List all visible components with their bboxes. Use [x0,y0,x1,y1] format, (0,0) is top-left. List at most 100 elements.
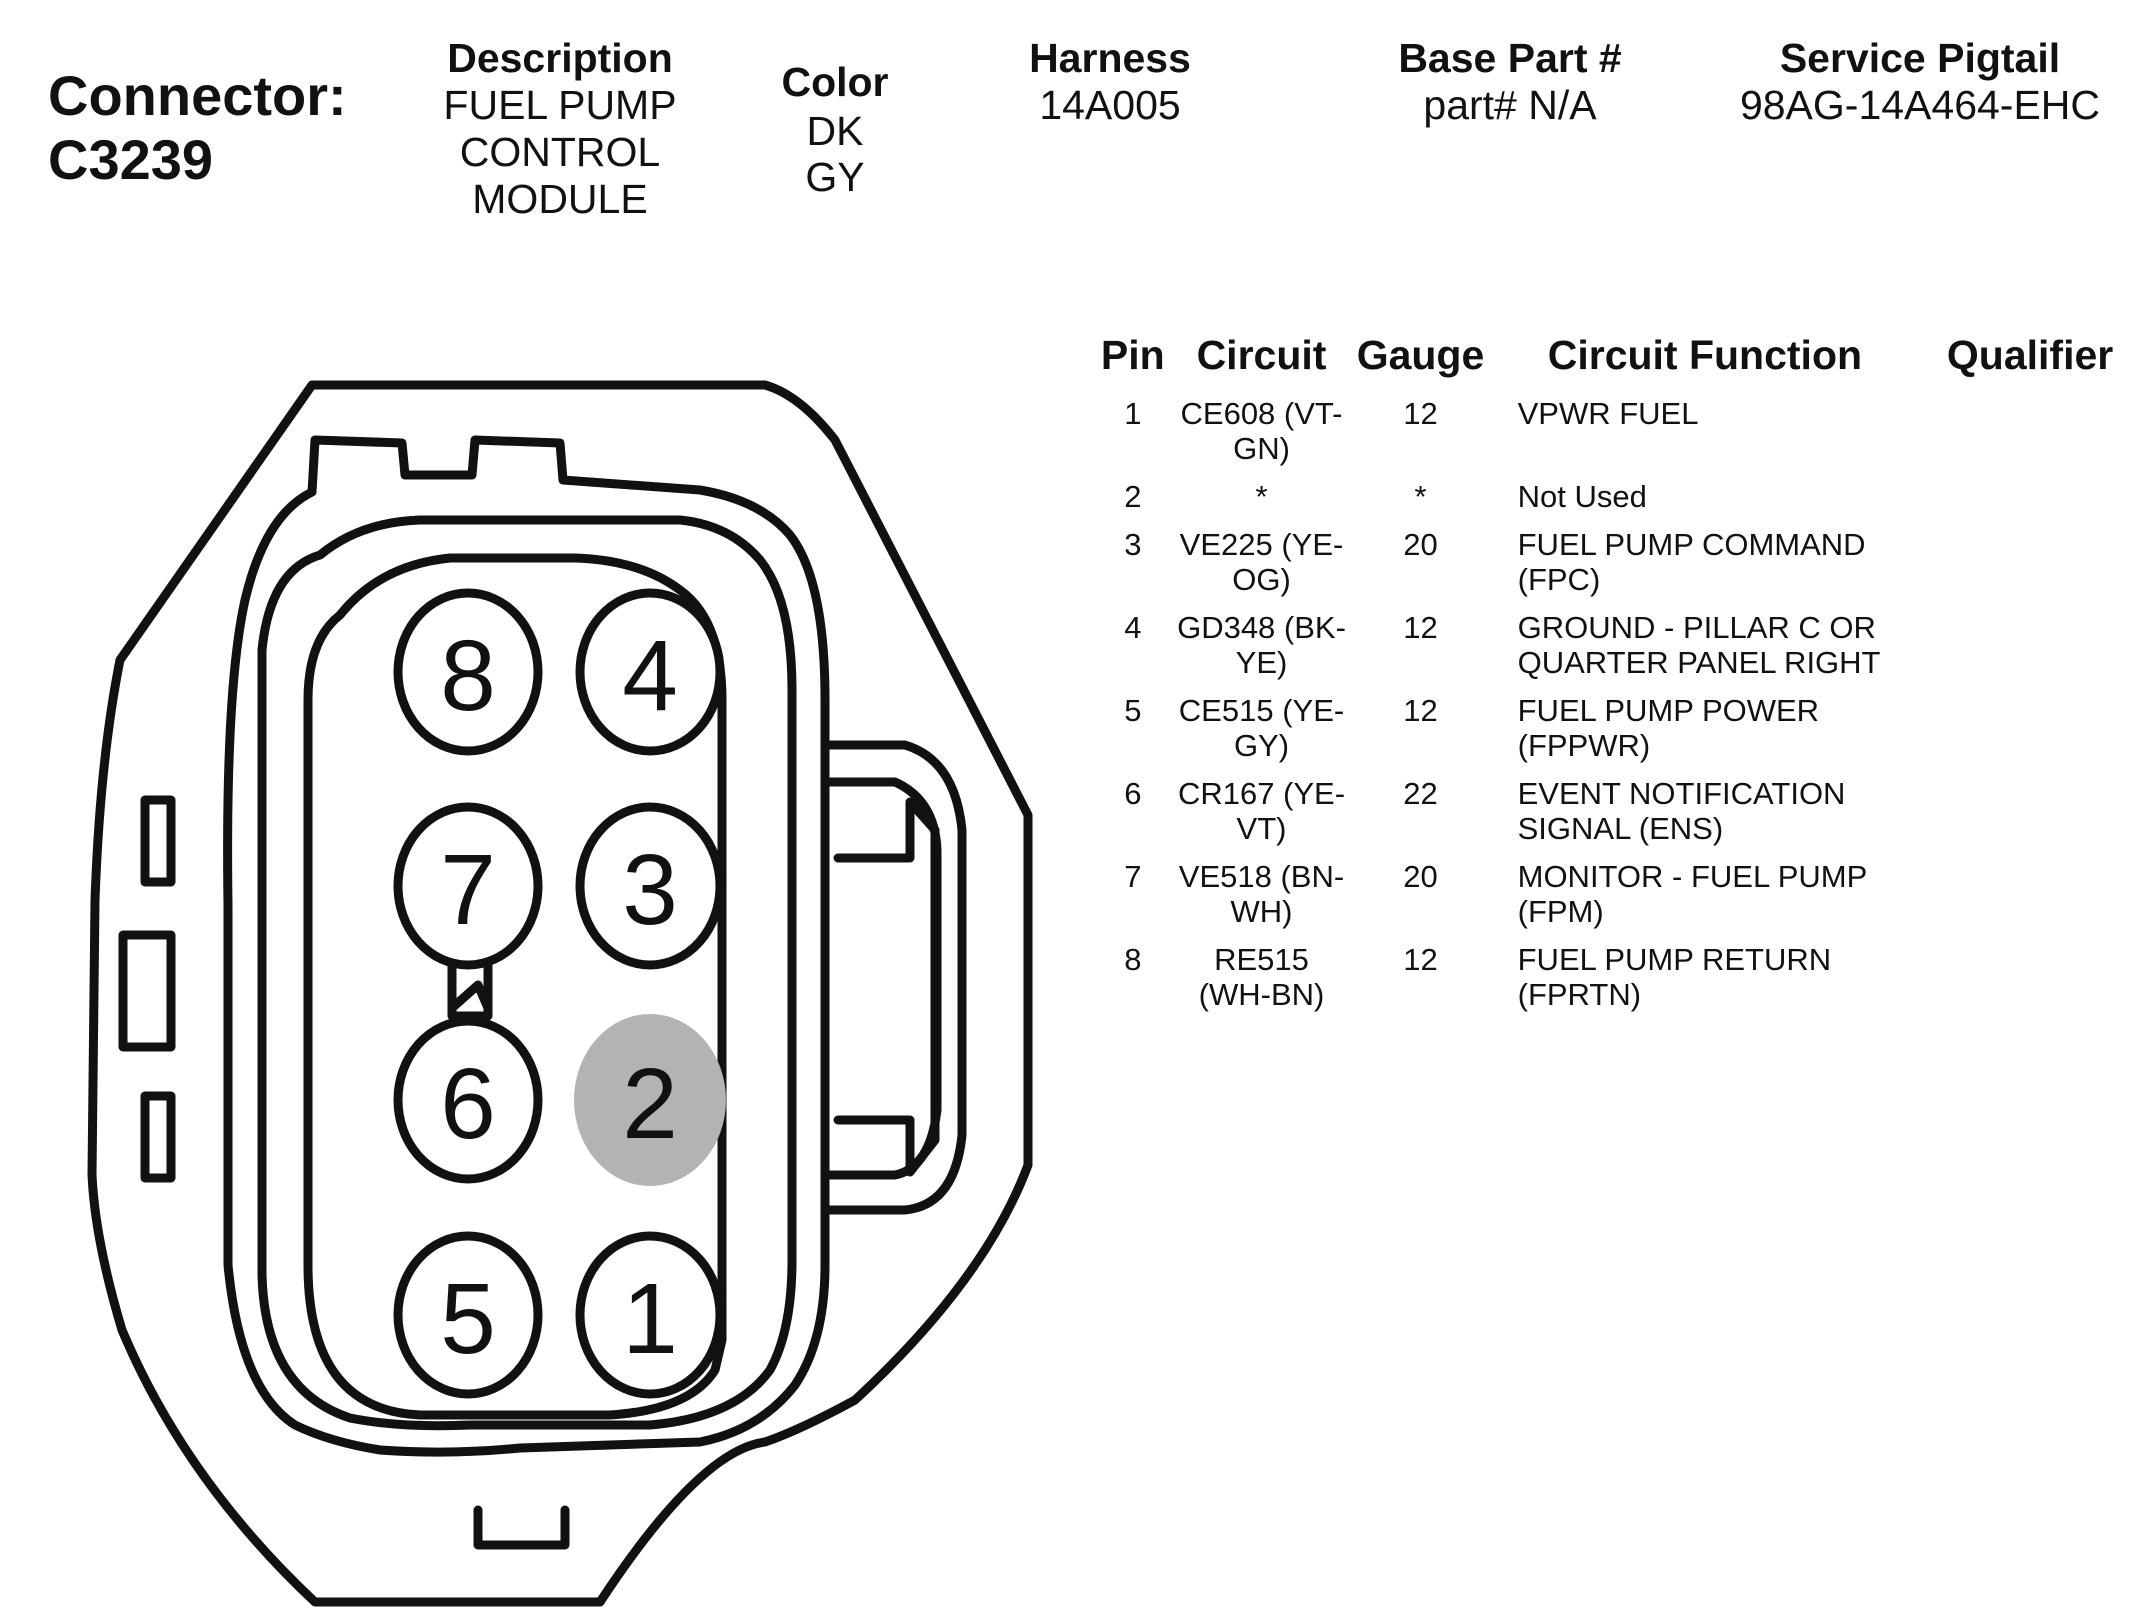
color-line: GY [805,154,865,200]
service-pigtail-column: Service Pigtail 98AG-14A464-EHC [1700,34,2140,129]
function-line: MONITOR - FUEL PUMP [1517,859,1868,894]
cell-circuit-function: FUEL PUMP RETURN(FPRTN) [1494,942,1917,1025]
cell-qualifier [1916,396,2144,479]
circuit-line: (WH-BN) [1198,977,1325,1012]
cell-circuit: CR167 (YE-VT) [1176,776,1348,859]
function-line: FUEL PUMP POWER [1517,693,1820,728]
circuit-line: GD348 (BK- [1177,610,1346,645]
connector-id: C3239 [48,128,214,191]
cell-circuit-function: FUEL PUMP POWER(FPPWR) [1494,693,1917,776]
cell-circuit: * [1176,479,1348,527]
function-line: (FPRTN) [1517,977,1642,1012]
cell-qualifier [1916,479,2144,527]
cell-circuit: VE225 (YE-OG) [1176,527,1348,610]
cell-gauge: 20 [1403,527,1438,562]
service-pigtail-value: 98AG-14A464-EHC [1739,82,2101,128]
pin-number: 7 [440,834,496,946]
circuit-line: CR167 (YE- [1177,776,1346,811]
connector-label: Connector: [48,64,347,127]
cell-pin: 4 [1124,610,1142,645]
description-column: Description FUEL PUMP CONTROL MODULE [400,34,720,223]
cell-gauge: 12 [1403,610,1438,645]
cell-pin: 6 [1124,776,1142,811]
pin-number: 3 [622,834,678,946]
pin-cavity-wall [303,553,727,1420]
pin-circle [393,588,543,756]
base-part-label: Base Part # [1398,35,1622,81]
housing-inner-ring [257,515,797,1431]
harness-value: 14A005 [1039,82,1181,128]
pin-circle [393,1231,543,1399]
left-slot-bottom [140,1091,176,1183]
cell-gauge: 12 [1403,942,1438,977]
header-qualifier: Qualifier [1946,332,2114,378]
connector-pin-4: 4 [575,588,725,756]
function-line: VPWR FUEL [1517,396,1699,431]
cell-circuit: RE515(WH-BN) [1176,942,1348,1025]
pin-circle [575,588,725,756]
circuit-line: CE608 (VT- [1180,396,1343,431]
circuit-line: GY) [1233,728,1290,763]
housing-right-latch [820,740,967,1215]
cell-gauge: 20 [1403,859,1438,894]
description-line: FUEL PUMP [443,82,677,128]
cell-qualifier [1916,776,2144,859]
cell-pin: 7 [1124,859,1142,894]
housing-bottom-notch [473,1505,570,1550]
cell-qualifier [1916,859,2144,942]
function-line: QUARTER PANEL RIGHT [1517,645,1881,680]
function-line: FUEL PUMP COMMAND [1517,527,1866,562]
circuit-line: YE) [1235,645,1288,680]
function-line: (FPPWR) [1517,728,1651,763]
pin-number: 2 [622,1048,678,1160]
cell-gauge: 22 [1403,776,1438,811]
circuit-line: VE225 (YE- [1179,527,1344,562]
harness-label: Harness [1029,35,1191,81]
cell-pin: 2 [1124,479,1142,514]
cell-circuit-function: Not Used [1494,479,1917,527]
function-line: EVENT NOTIFICATION [1517,776,1846,811]
housing-outer-outline [87,380,1033,1607]
circuit-line: * [1255,479,1268,514]
housing-middle-shell [223,435,830,1457]
color-value: DK GY [740,108,930,200]
cell-circuit: GD348 (BK-YE) [1176,610,1348,693]
connector-pin-1: 1 [575,1231,725,1399]
circuit-line: CE515 (YE- [1178,693,1345,728]
description-label: Description [447,35,673,81]
cell-circuit-function: FUEL PUMP COMMAND(FPC) [1494,527,1917,610]
table-header-row: Pin Circuit Gauge Circuit Function Quali… [1090,330,2144,396]
pin-circle [574,1014,726,1186]
cell-circuit: VE518 (BN-WH) [1176,859,1348,942]
cell-qualifier [1916,527,2144,610]
left-slot-middle [118,930,176,1052]
connector-housing [87,380,1033,1607]
connector-pin-2: 2 [574,1014,726,1186]
circuit-line: VE518 (BN- [1178,859,1345,894]
connector-pin-8: 8 [393,588,543,756]
circuit-line: VT) [1236,811,1287,846]
service-pigtail-label: Service Pigtail [1779,35,2061,81]
cell-gauge: 12 [1403,396,1438,431]
function-line: SIGNAL (ENS) [1517,811,1724,846]
connector-pin-5: 5 [393,1231,543,1399]
pin-number: 6 [440,1048,496,1160]
function-line: GROUND - PILLAR C OR [1517,610,1876,645]
circuit-line: OG) [1232,562,1291,597]
pin-circle [575,1231,725,1399]
connector-pin-3: 3 [575,802,725,970]
base-part-column: Base Part # part# N/A [1360,34,1660,129]
base-part-value: part# N/A [1423,82,1597,128]
circuit-line: GN) [1233,431,1290,466]
cell-pin: 3 [1124,527,1142,562]
pin-number: 8 [440,620,496,732]
header-gauge: Gauge [1356,332,1485,378]
